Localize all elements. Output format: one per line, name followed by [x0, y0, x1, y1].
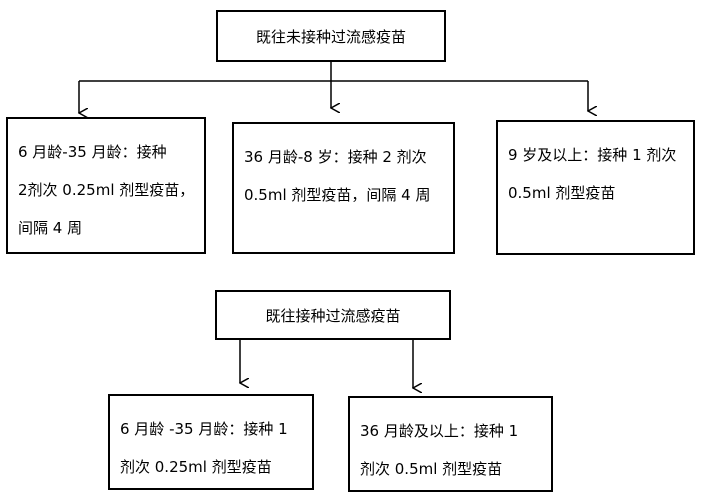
- bottom-header-text: 既往接种过流感疫苗: [265, 306, 401, 325]
- top-header-box: 既往未接种过流感疫苗: [216, 10, 446, 62]
- bottom-box-36m-plus: 36 月龄及以上：接种 1 剂次 0.5ml 剂型疫苗: [348, 396, 553, 492]
- bottom-box-6m-35m: 6 月龄 -35 月龄：接种 1 剂次 0.25ml 剂型疫苗: [108, 394, 314, 490]
- top-box-36m-8y: 36 月龄-8 岁：接种 2 剂次 0.5ml 剂型疫苗，间隔 4 周: [232, 122, 455, 254]
- top-box-6m-35m: 6 月龄-35 月龄：接种 2剂次 0.25ml 剂型疫苗， 间隔 4 周: [6, 117, 206, 254]
- bottom-header-box: 既往接种过流感疫苗: [215, 290, 451, 340]
- top-box-9y-plus: 9 岁及以上：接种 1 剂次 0.5ml 剂型疫苗: [496, 120, 695, 255]
- top-header-text: 既往未接种过流感疫苗: [255, 27, 406, 46]
